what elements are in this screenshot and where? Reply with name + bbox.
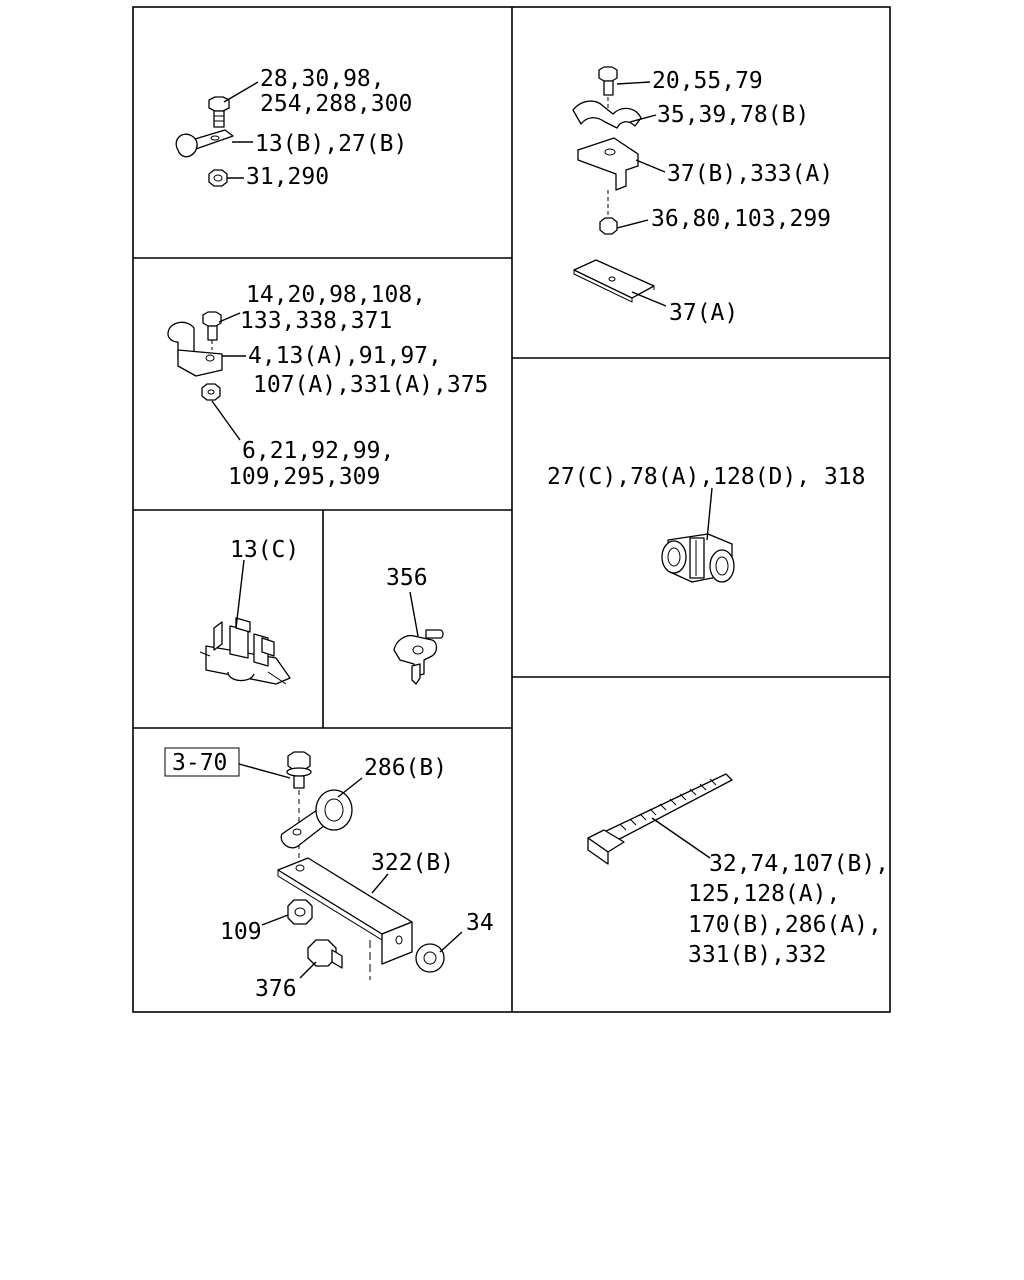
push-clip-icon: [393, 629, 444, 685]
p3-label-4: 107(A),331(A),375: [253, 372, 488, 398]
nut-icon: [599, 217, 618, 235]
p7-label-1: 286(B): [364, 755, 447, 781]
nut-icon: [201, 383, 221, 401]
panel-7-bracket-assembly: 3-70: [164, 747, 494, 1002]
p7-label-5: 376: [255, 976, 297, 1002]
p8-label-4: 331(B),332: [688, 942, 826, 968]
p3-label-2: 133,338,371: [240, 308, 392, 334]
p4-label-1: 27(C),78(A),128(D), 318: [547, 464, 866, 490]
flange-nut-icon: [415, 943, 445, 973]
double-clip-icon: [661, 533, 735, 583]
panel-5-clip: 13(C): [199, 537, 299, 685]
p1-label-3: 13(B),27(B): [255, 131, 407, 157]
panel-frame: [132, 6, 891, 1013]
panel-2-saddle-clamp: 20,55,79 35,39,78(B) 37(B),333(A) 36,80,…: [572, 66, 833, 326]
p3-label-1: 14,20,98,108,: [246, 282, 426, 308]
clip-icon: [167, 321, 223, 377]
panel-1-clip-bolt-nut: 28,30,98, 254,288,300 13(B),27(B) 31,290: [175, 66, 412, 190]
p7-ref-label: 3-70: [172, 750, 227, 776]
p7-label-4: 34: [466, 910, 494, 936]
p1-label-2: 254,288,300: [260, 91, 412, 117]
p5-label-1: 13(C): [230, 537, 299, 563]
p3-label-6: 109,295,309: [228, 464, 380, 490]
p2-label-4: 36,80,103,299: [651, 206, 831, 232]
panel-8-cable-tie: 32,74,107(B), 125,128(A), 170(B),286(A),…: [587, 773, 889, 968]
p7-label-2: 322(B): [371, 850, 454, 876]
p6-label-1: 356: [386, 565, 428, 591]
p8-label-3: 170(B),286(A),: [688, 912, 882, 938]
p3-label-5: 6,21,92,99,: [242, 438, 394, 464]
cable-tie-icon: [587, 773, 733, 865]
p2-label-5: 37(A): [669, 300, 738, 326]
p2-label-3: 37(B),333(A): [667, 161, 833, 187]
p-clip-icon: [280, 789, 353, 849]
multi-clip-icon: [199, 617, 291, 685]
panel-3-clip-bolt-nut: 14,20,98,108, 133,338,371 4,13(A),91,97,…: [167, 282, 488, 490]
p2-label-1: 20,55,79: [652, 68, 763, 94]
ref-box: [164, 747, 240, 777]
saddle-clamp-icon: [572, 100, 642, 129]
p8-label-1: 32,74,107(B),: [709, 851, 889, 877]
flange-bolt-icon: [286, 751, 312, 860]
plate-icon: [573, 259, 655, 303]
bolt-icon: [208, 96, 230, 128]
nut-icon: [208, 169, 228, 187]
p1-label-4: 31,290: [246, 164, 329, 190]
stud-icon: [307, 939, 343, 969]
clip-icon: [175, 129, 234, 158]
panel-6-clip: 356: [386, 565, 444, 685]
p8-label-2: 125,128(A),: [688, 881, 840, 907]
tie-teeth: [619, 778, 717, 831]
bracket-icon: [277, 857, 413, 980]
p1-label-1: 28,30,98,: [260, 66, 385, 92]
nut-icon: [287, 899, 313, 925]
panel-4-double-clip: 27(C),78(A),128(D), 318: [547, 464, 866, 583]
bolt-icon: [202, 311, 222, 350]
p3-label-3: 4,13(A),91,97,: [248, 343, 442, 369]
p7-label-3: 109: [220, 919, 262, 945]
p2-label-2: 35,39,78(B): [657, 102, 809, 128]
bracket-icon: [577, 137, 639, 218]
